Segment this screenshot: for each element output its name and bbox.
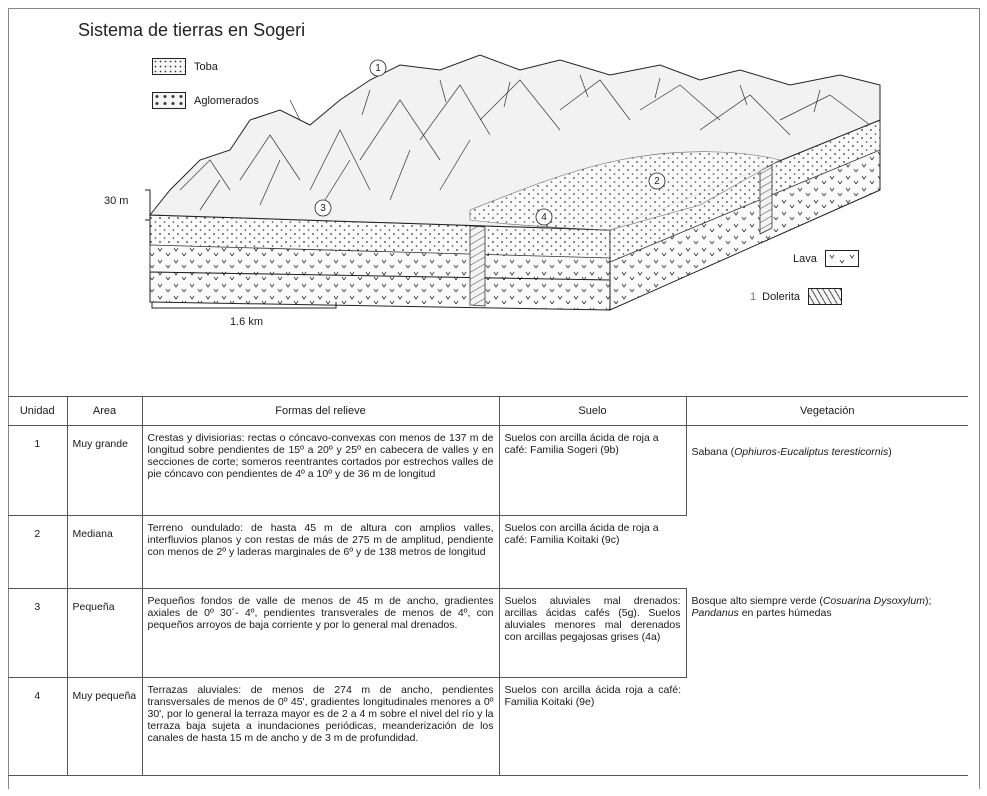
legend-lava-label: Lava [793, 253, 817, 265]
cell-suelo: Suelos con arcilla ácida roja a café: Fa… [499, 678, 686, 776]
cell-unidad: 2 [8, 516, 67, 589]
table-row: 1 Muy grande Crestas y divisiorias: rect… [8, 426, 968, 516]
header-vegetacion: Vegetación [686, 397, 968, 426]
cell-suelo: Suelos aluviales mal drenados: arcillas … [499, 589, 686, 678]
header-area: Area [67, 397, 142, 426]
cell-unidad: 3 [8, 589, 67, 678]
table-header-row: Unidad Area Formas del relieve Suelo Veg… [8, 397, 968, 426]
horizontal-scale-label: 1.6 km [230, 316, 263, 328]
veg-species: Ophiuros-Eucaliptus teresticornis [734, 446, 888, 458]
cell-vegetacion: Bosque alto siempre verde (Cosuarina Dys… [686, 589, 968, 776]
header-unidad: Unidad [8, 397, 67, 426]
table-row: 3 Pequeña Pequeños fondos de valle de me… [8, 589, 968, 678]
vertical-scale-bar [145, 190, 150, 220]
veg-text: Sabana ( [692, 446, 735, 458]
header-suelo: Suelo [499, 397, 686, 426]
land-units-table: Unidad Area Formas del relieve Suelo Veg… [8, 396, 968, 776]
cell-unidad: 4 [8, 678, 67, 776]
veg-species: Cosuarina Dysoxylum [823, 595, 925, 607]
cell-vegetacion: Sabana (Ophiuros-Eucaliptus teresticorni… [686, 426, 968, 589]
cell-area: Pequeña [67, 589, 142, 678]
cell-suelo: Suelos con arcilla ácida de roja a café:… [499, 516, 686, 589]
unit-marker-2-label: 2 [654, 176, 660, 187]
cell-unidad: 1 [8, 426, 67, 516]
veg-text: Bosque alto siempre verde ( [692, 595, 823, 607]
cell-suelo: Suelos con arcilla ácida de roja a café:… [499, 426, 686, 516]
cell-formas: Crestas y divisiorias: rectas o cóncavo-… [142, 426, 499, 516]
figure-title: Sistema de tierras en Sogeri [78, 20, 305, 41]
lava-swatch [825, 250, 859, 267]
legend-dolerita-label: Dolerita [762, 291, 800, 303]
cell-area: Muy grande [67, 426, 142, 516]
cell-area: Mediana [67, 516, 142, 589]
legend-lava: Lava [793, 250, 867, 267]
veg-text-end: ) [888, 446, 892, 458]
veg-text-end: en partes húmedas [739, 607, 832, 619]
veg-text-mid: ); [925, 595, 931, 607]
cell-area: Muy pequeña [67, 678, 142, 776]
land-units-table-wrap: Unidad Area Formas del relieve Suelo Veg… [8, 396, 968, 776]
header-formas: Formas del relieve [142, 397, 499, 426]
legend-dolerita-prefix: 1 [750, 291, 756, 303]
vertical-scale-label: 30 m [104, 195, 128, 207]
dolerita-swatch [808, 288, 842, 305]
unit-marker-1-label: 1 [375, 63, 381, 74]
unit-marker-4-label: 4 [541, 212, 547, 223]
unit-marker-3-label: 3 [320, 203, 326, 214]
legend-dolerita: 1 Dolerita [750, 288, 850, 305]
veg-genus: Pandanus [692, 607, 739, 619]
cell-formas: Terrazas aluviales: de menos de 274 m de… [142, 678, 499, 776]
cell-formas: Terreno oundulado: de hasta 45 m de altu… [142, 516, 499, 589]
cell-formas: Pequeños fondos de valle de menos de 45 … [142, 589, 499, 678]
